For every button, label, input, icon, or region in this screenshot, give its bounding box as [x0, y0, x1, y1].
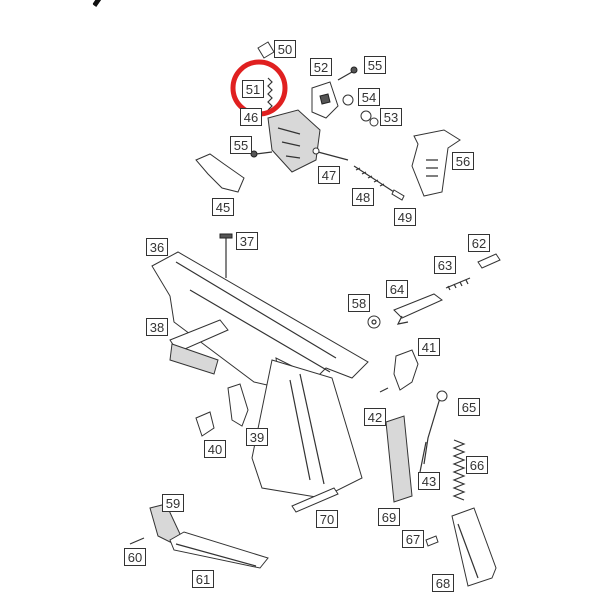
label-part-67: 67 [402, 530, 424, 548]
label-part-39: 39 [246, 428, 268, 446]
drawing-part-37 [219, 233, 233, 278]
label-part-60: 60 [124, 548, 146, 566]
drawing-part-63 [445, 277, 471, 291]
label-part-43: 43 [418, 472, 440, 490]
drawing-part-53 [360, 110, 379, 127]
drawing-part-48 [353, 165, 395, 193]
drawing-part-38 [169, 319, 229, 375]
label-part-54: 54 [358, 88, 380, 106]
drawing-part-51 [267, 77, 273, 111]
drawing-part-36 [151, 251, 369, 389]
label-part-70: 70 [316, 510, 338, 528]
drawing-part-67 [425, 535, 439, 547]
label-part-38: 38 [146, 318, 168, 336]
label-part-65: 65 [458, 398, 480, 416]
drawing-part-66 [452, 439, 466, 501]
label-part-68: 68 [432, 574, 454, 592]
drawing-part-70 [291, 487, 339, 513]
drawing-part-55-left [250, 150, 273, 158]
label-part-55-top: 55 [364, 56, 386, 74]
label-part-40: 40 [204, 440, 226, 458]
drawing-part-62 [477, 253, 501, 269]
label-part-61: 61 [192, 570, 214, 588]
label-part-49: 49 [394, 208, 416, 226]
drawing-part-39 [227, 383, 249, 427]
label-part-50: 50 [274, 40, 296, 58]
label-part-64: 64 [386, 280, 408, 298]
drawing-part-69 [385, 415, 413, 503]
drawing-part-58 [367, 315, 381, 329]
drawing-part-61 [169, 531, 269, 569]
drawing-part-55-top [337, 66, 358, 81]
label-part-62: 62 [468, 234, 490, 252]
label-part-47: 47 [318, 166, 340, 184]
label-part-58: 58 [348, 294, 370, 312]
drawing-part-41 [393, 349, 419, 391]
drawing-part-42 [379, 387, 389, 393]
label-part-56: 56 [452, 152, 474, 170]
label-part-53: 53 [380, 108, 402, 126]
label-part-66: 66 [466, 456, 488, 474]
drawing-part-60 [129, 537, 145, 545]
drawing-part-frame-grip [251, 359, 363, 499]
drawing-part-68 [451, 507, 497, 587]
label-part-51: 51 [242, 80, 264, 98]
drawing-part-40 [195, 411, 215, 437]
drawing-part-43 [419, 441, 427, 473]
label-part-45: 45 [212, 198, 234, 216]
drawing-part-52 [311, 81, 339, 119]
label-part-37: 37 [236, 232, 258, 250]
drawing-part-50 [257, 41, 275, 59]
label-part-55-left: 55 [230, 136, 252, 154]
label-part-63: 63 [434, 256, 456, 274]
drawing-part-64 [393, 293, 443, 325]
drawing-part-45 [195, 153, 245, 193]
label-part-52: 52 [310, 58, 332, 76]
label-part-48: 48 [352, 188, 374, 206]
drawing-part-46 [267, 109, 321, 173]
label-part-36: 36 [146, 238, 168, 256]
drawing-part-65 [423, 390, 448, 465]
label-part-69: 69 [378, 508, 400, 526]
label-part-59: 59 [162, 494, 184, 512]
drawing-part-49 [391, 189, 405, 201]
drawing-part-56 [411, 129, 461, 197]
label-part-42: 42 [364, 408, 386, 426]
drawing-part-47 [312, 147, 349, 161]
label-part-41: 41 [418, 338, 440, 356]
label-part-46: 46 [240, 108, 262, 126]
drawing-part-54 [342, 94, 354, 106]
